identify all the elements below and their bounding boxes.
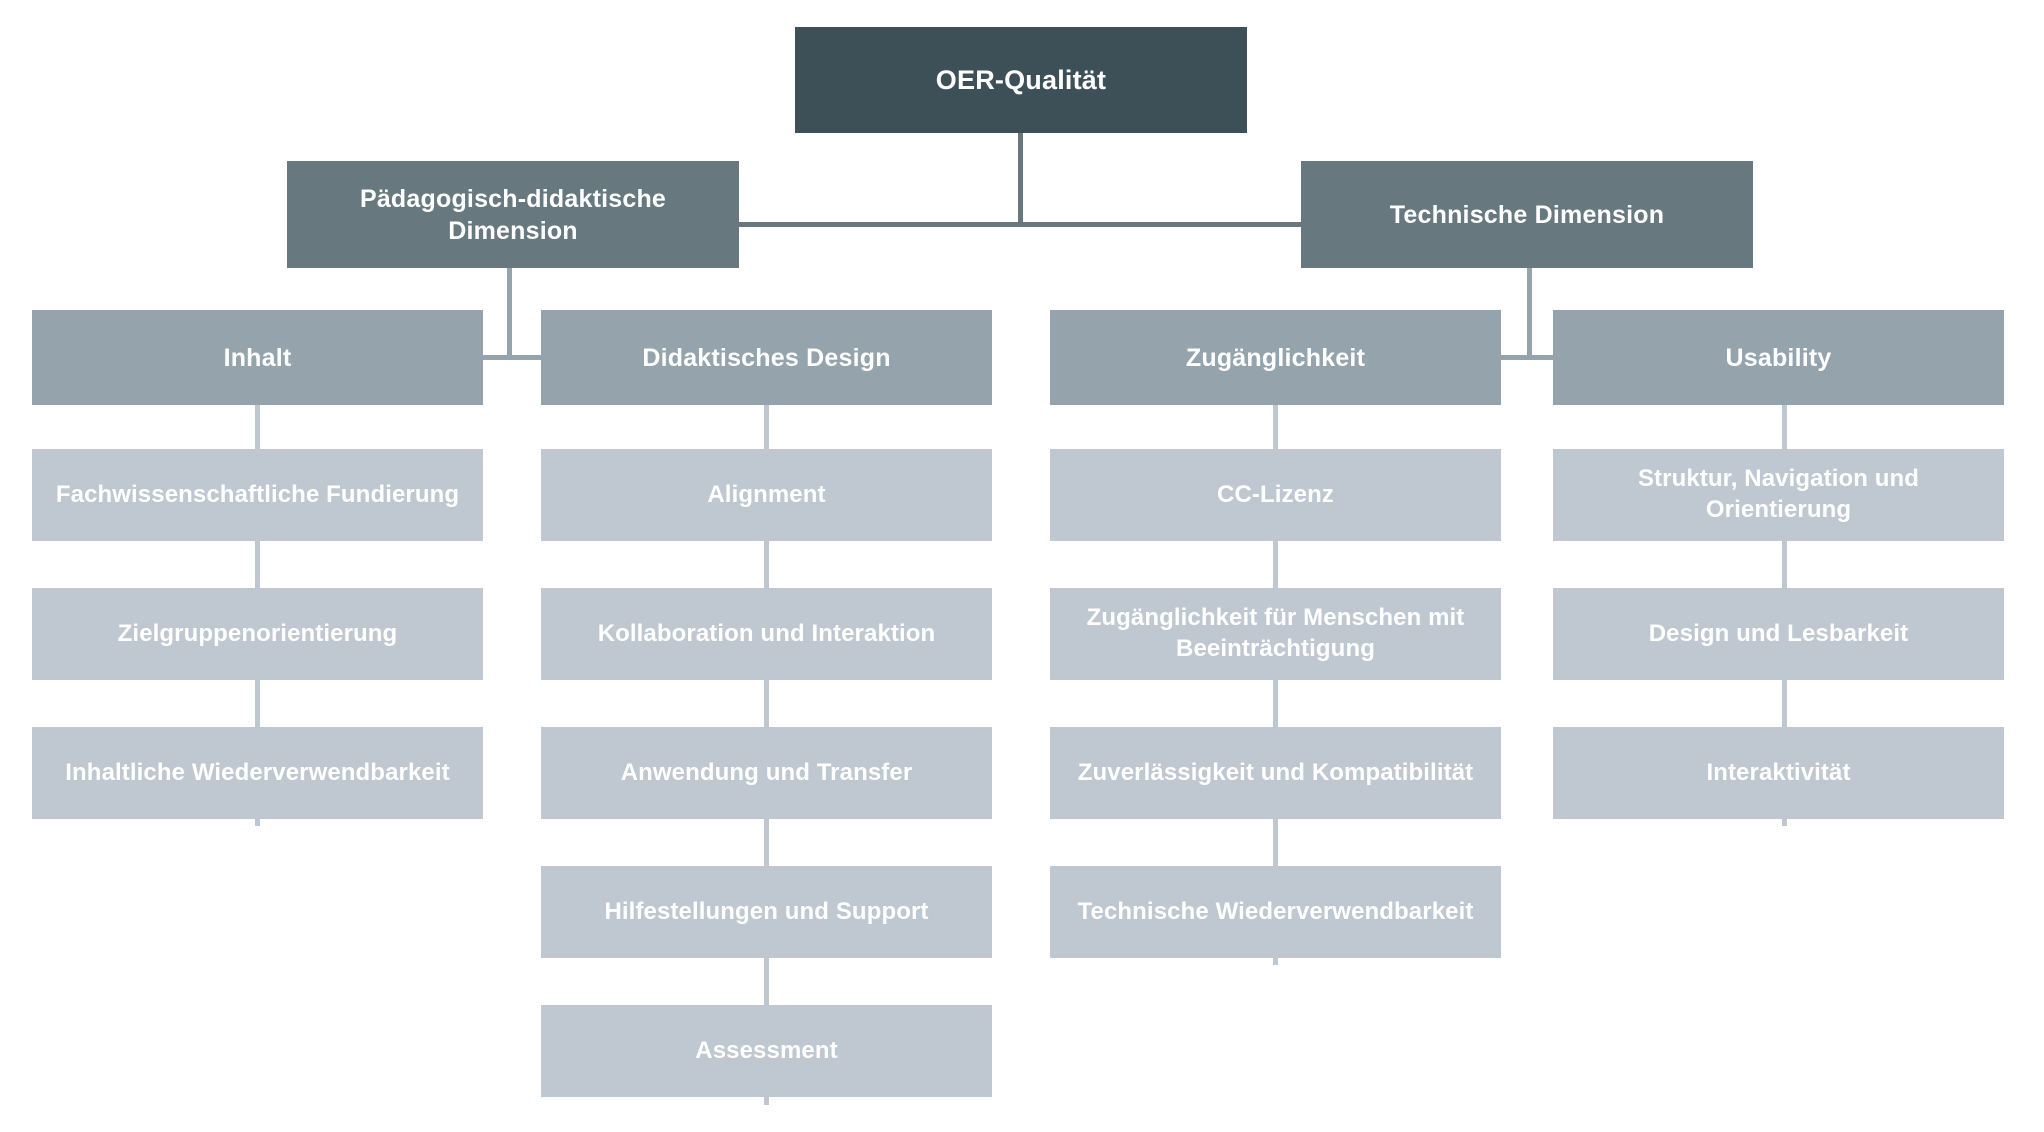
node-category-2-label: Zugänglichkeit (1185, 343, 1366, 372)
leaf-label: Anwendung und Transfer (620, 758, 913, 786)
node-dimension-paedagogisch-didaktisch[interactable]: Pädagogisch-didaktische Dimension (287, 161, 739, 268)
connector-right-category-bus (1272, 355, 1784, 360)
leaf-node[interactable]: Inhaltliche Wiederverwendbarkeit (32, 727, 483, 819)
leaf-node[interactable]: Hilfestellungen und Support (541, 866, 992, 958)
leaf-label: Technische Wiederverwendbarkeit (1077, 897, 1474, 925)
node-root-label: OER-Qualität (935, 64, 1107, 95)
leaf-node[interactable]: Struktur, Navigation und Orientierung (1553, 449, 2004, 541)
leaf-node[interactable]: Technische Wiederverwendbarkeit (1050, 866, 1501, 958)
node-category-1-label: Didaktisches Design (642, 343, 891, 372)
node-category-3-label: Usability (1725, 343, 1832, 372)
leaf-label: Design und Lesbarkeit (1648, 619, 1909, 647)
leaf-node[interactable]: Zugänglichkeit für Menschen mit Beeinträ… (1050, 588, 1501, 680)
leaf-node[interactable]: Interaktivität (1553, 727, 2004, 819)
leaf-label: Zuverlässigkeit und Kompatibilität (1077, 758, 1474, 786)
node-root-oer-qualitaet[interactable]: OER-Qualität (795, 27, 1247, 133)
node-dimension-0-label: Pädagogisch-didaktische Dimension (359, 184, 667, 245)
leaf-node[interactable]: CC-Lizenz (1050, 449, 1501, 541)
connector-left-dimension-stem (507, 268, 512, 358)
connector-right-dimension-stem (1527, 268, 1532, 358)
connector-left-category-bus (253, 355, 765, 360)
leaf-node[interactable]: Zuverlässigkeit und Kompatibilität (1050, 727, 1501, 819)
leaf-node[interactable]: Design und Lesbarkeit (1553, 588, 2004, 680)
leaf-node[interactable]: Assessment (541, 1005, 992, 1097)
leaf-label: Alignment (707, 480, 826, 508)
leaf-label: Interaktivität (1706, 758, 1851, 786)
leaf-node[interactable]: Alignment (541, 449, 992, 541)
leaf-node[interactable]: Anwendung und Transfer (541, 727, 992, 819)
leaf-label: Assessment (695, 1036, 838, 1064)
leaf-label: Kollaboration und Interaktion (597, 619, 936, 647)
leaf-node[interactable]: Kollaboration und Interaktion (541, 588, 992, 680)
node-category-0-label: Inhalt (223, 343, 292, 372)
leaf-label: Inhaltliche Wiederverwendbarkeit (65, 758, 450, 786)
node-category-usability[interactable]: Usability (1553, 310, 2004, 405)
node-category-zugaenglichkeit[interactable]: Zugänglichkeit (1050, 310, 1501, 405)
leaf-label: CC-Lizenz (1217, 480, 1334, 508)
connector-root-stem (1018, 133, 1023, 226)
connector-column-3-spine (1273, 405, 1278, 965)
connector-dimension-bus (513, 222, 1529, 227)
leaf-node[interactable]: Zielgruppenorientierung (32, 588, 483, 680)
leaf-label: Fachwissenschaftliche Fundierung (55, 480, 460, 508)
node-category-didaktisches-design[interactable]: Didaktisches Design (541, 310, 992, 405)
leaf-label: Zugänglichkeit für Menschen mit Beeinträ… (1086, 604, 1465, 662)
leaf-label: Struktur, Navigation und Orientierung (1637, 465, 1920, 523)
node-dimension-1-label: Technische Dimension (1389, 200, 1665, 229)
node-category-inhalt[interactable]: Inhalt (32, 310, 483, 405)
leaf-label: Zielgruppenorientierung (117, 619, 398, 647)
node-dimension-technische[interactable]: Technische Dimension (1301, 161, 1753, 268)
leaf-node[interactable]: Fachwissenschaftliche Fundierung (32, 449, 483, 541)
leaf-label: Hilfestellungen und Support (604, 897, 929, 925)
